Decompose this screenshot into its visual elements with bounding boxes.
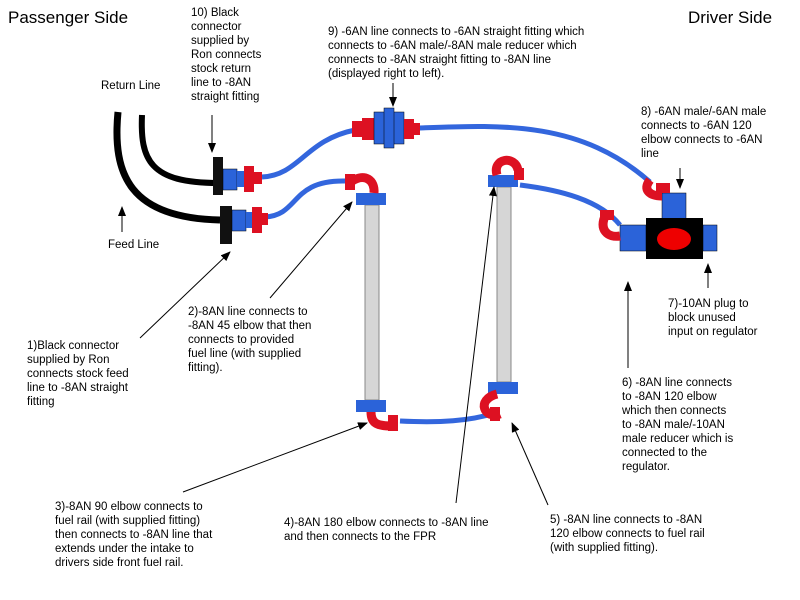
feed-line-8an: [264, 178, 346, 220]
an-lines: [261, 123, 652, 425]
return-line-label: Return Line: [101, 80, 161, 92]
straight-fitting-feed: [231, 207, 268, 233]
note-4-8an-180-elbow: 4)-8AN 180 elbow connects to -8AN line a…: [284, 517, 489, 543]
elbow-45-8an: [345, 173, 379, 194]
elbow-120-6an: [642, 177, 670, 201]
return-line-6an: [261, 127, 356, 180]
fuel-rail-right: [488, 175, 518, 394]
note-5-8an-120-elbow-rail: 5) -8AN line connects to -8AN 120 elbow …: [550, 514, 705, 554]
elbow-180-8an: [479, 389, 502, 421]
note-2-8an-45-elbow: 2)-8AN line connects to -8AN 45 elbow th…: [188, 306, 312, 374]
straight-fitting-return: [222, 166, 262, 192]
elbow-120-8an-regulator: [598, 210, 621, 241]
reducer-assembly-6an-8an: [352, 107, 420, 149]
fuel-rail-left: [356, 193, 386, 412]
leader-arrows: [118, 83, 712, 506]
elbow-120-8an-rail: [491, 156, 524, 180]
note-3-8an-90-elbow: 3)-8AN 90 elbow connects to fuel rail (w…: [55, 501, 213, 569]
passenger-side-heading: Passenger Side: [8, 8, 129, 27]
elbow-90-8an: [366, 411, 398, 431]
fuel-pressure-regulator: [619, 192, 718, 259]
crossover-line-8an: [399, 410, 496, 425]
note-10-black-connector-return: 10) Black connector supplied by Ron conn…: [191, 7, 262, 103]
black-connector-feed: [220, 206, 232, 244]
black-connector-return: [213, 157, 223, 195]
note-6-8an-120-elbow: 6) -8AN line connects to -8AN 120 elbow …: [622, 377, 734, 473]
note-8-6an-elbow: 8) -6AN male/-6AN male connects to -6AN …: [641, 106, 767, 160]
stock-return-hose: [138, 114, 219, 186]
note-9-reducer: 9) -6AN line connects to -6AN straight f…: [328, 26, 585, 80]
note-1-black-connector-feed: 1)Black connector supplied by Ron connec…: [27, 340, 129, 408]
regulator-line-6an: [417, 123, 652, 184]
driver-side-heading: Driver Side: [688, 8, 773, 27]
stock-feed-hose: [113, 111, 221, 224]
note-7-10an-plug: 7)-10AN plug to block unused input on re…: [668, 298, 758, 338]
feed-line-label: Feed Line: [108, 239, 160, 251]
